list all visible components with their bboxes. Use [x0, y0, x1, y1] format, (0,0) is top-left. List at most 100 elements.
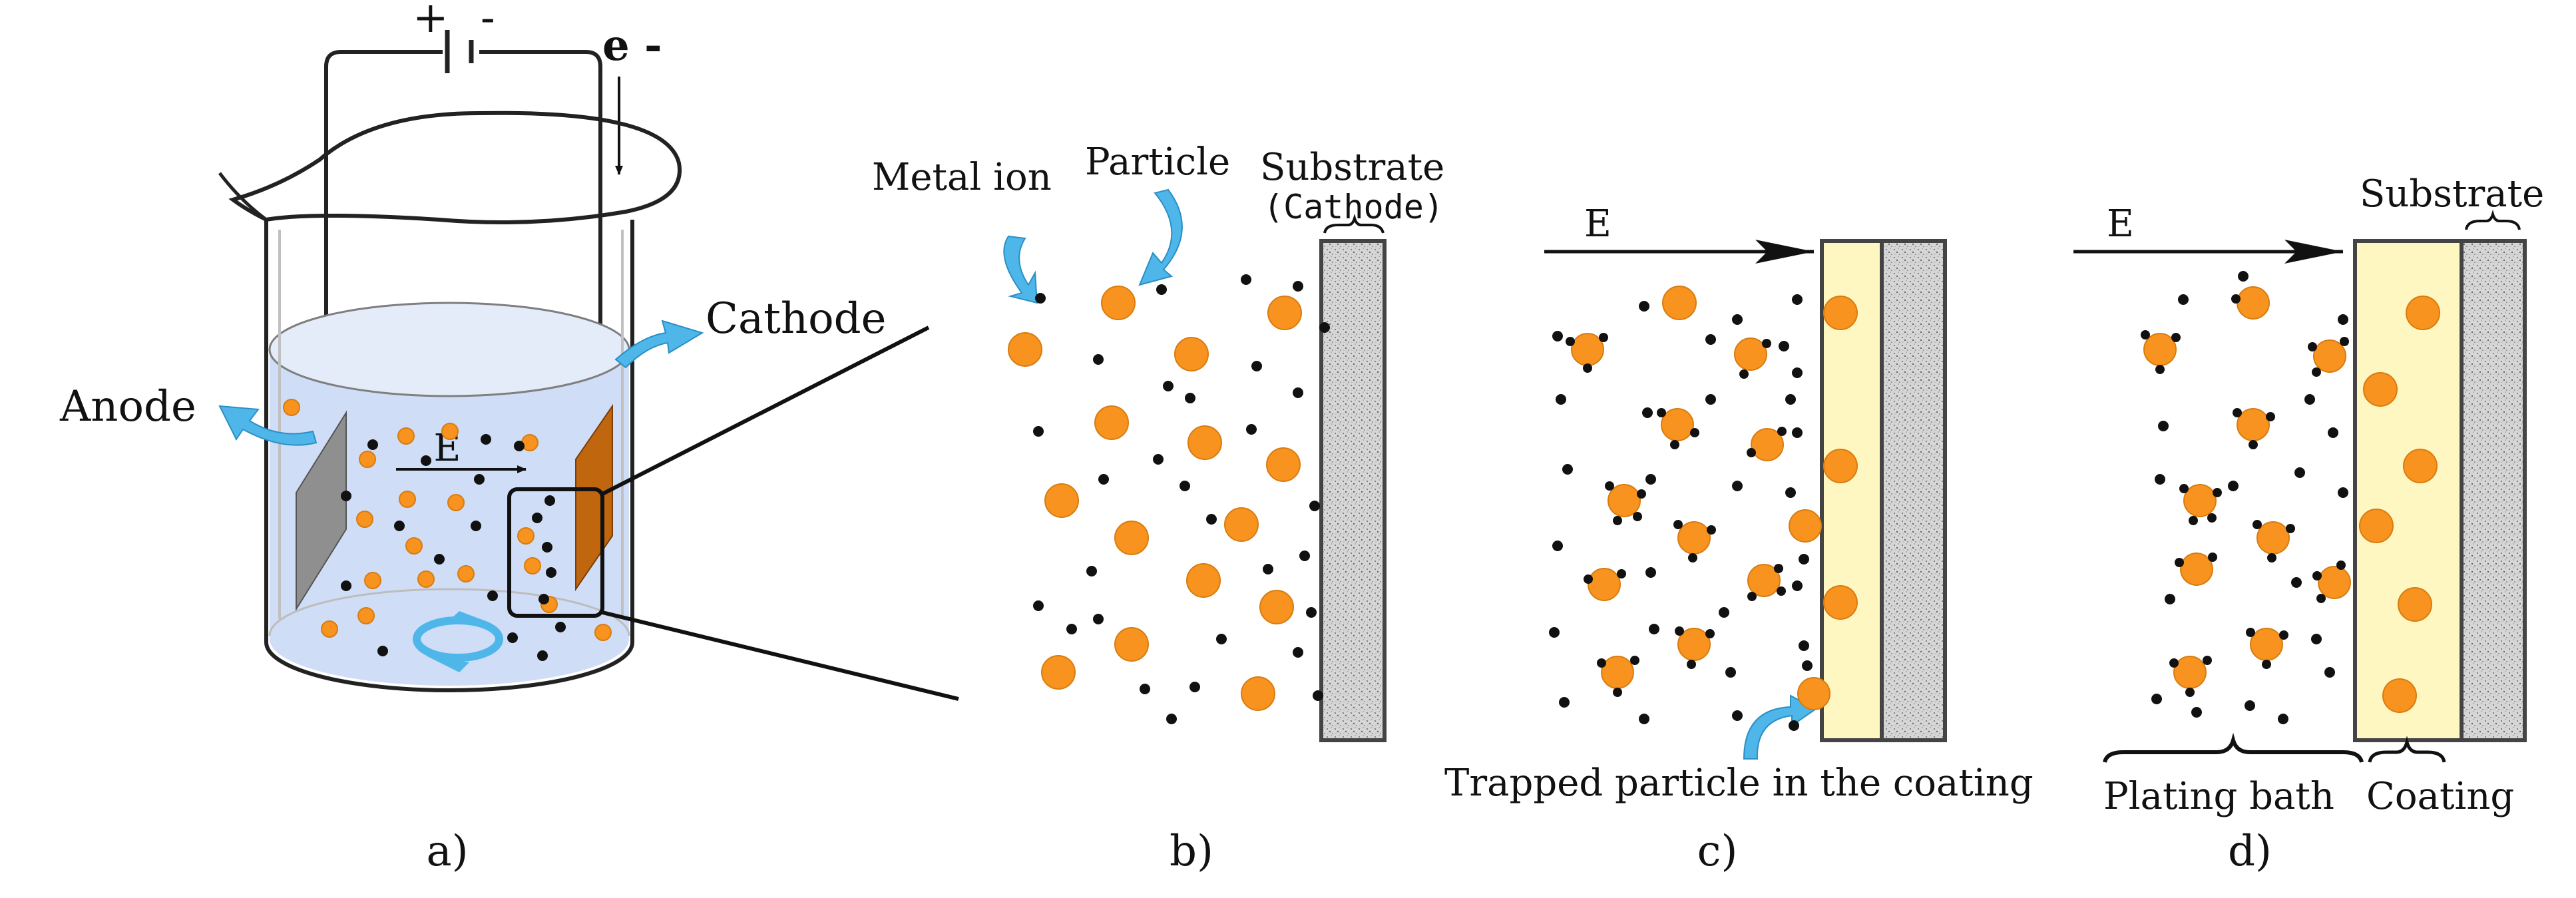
metal-ion: [1246, 424, 1257, 435]
metal-ion: [2151, 694, 2162, 704]
metal-ion: [1163, 381, 1174, 391]
metal-ion: [474, 474, 485, 485]
metal-ion: [1613, 688, 1622, 697]
anode-plate: [296, 410, 347, 612]
metal-ion: [1649, 624, 1659, 634]
metal-ion: [487, 590, 498, 601]
metal-ion: [341, 491, 351, 501]
particle: [417, 570, 435, 588]
particle: [1601, 656, 1634, 689]
trapped-particle-label: Trapped particle in the coating: [1444, 762, 2034, 805]
metal-ion: [1189, 682, 1200, 692]
metal-ion: [1299, 551, 1310, 561]
caption-c: c): [1697, 827, 1738, 876]
metal-ion: [1153, 454, 1164, 465]
metal-ion-pointer-icon: [1003, 235, 1038, 304]
metal-ion: [1732, 314, 1743, 325]
metal-ion: [2279, 630, 2288, 640]
metal-ion: [1747, 448, 1756, 457]
metal-ion: [2245, 700, 2255, 711]
particle: [1044, 483, 1079, 518]
caption-b: b): [1170, 827, 1213, 876]
battery-icon: [445, 30, 474, 73]
particle: [356, 511, 373, 528]
metal-ion: [1789, 720, 1799, 731]
particle: [441, 423, 459, 440]
metal-ion: [2169, 658, 2179, 668]
coating-label: Coating: [2366, 775, 2514, 818]
metal-ion: [471, 521, 481, 531]
particle: [1259, 590, 1294, 624]
panel-c-particles: [1549, 286, 1858, 731]
metal-ion: [1670, 440, 1679, 449]
particle: [2359, 509, 2394, 543]
cathode-pointer-icon: [614, 320, 704, 369]
metal-ion: [341, 580, 351, 591]
metal-ion: [2213, 488, 2222, 497]
particle: [524, 557, 541, 574]
particle: [2363, 372, 2398, 407]
particle: [364, 572, 381, 589]
metal-ion: [1792, 294, 1803, 305]
metal-ion: [2179, 484, 2189, 493]
particle: [1751, 428, 1784, 461]
metal-ion: [1293, 647, 1303, 658]
zoom-line-top: [601, 326, 930, 496]
particle: [1114, 521, 1149, 555]
plating-bath-label: Plating bath: [2103, 775, 2334, 818]
metal-ion: [1566, 337, 1575, 346]
metal-ion: [1562, 464, 1573, 475]
metal-ion: [1293, 281, 1303, 292]
metal-ion: [2203, 656, 2212, 665]
battery-minus-sign: -: [481, 0, 495, 43]
particle: [2183, 484, 2217, 517]
panel-b-particles: [1008, 274, 1330, 724]
metal-ion: [1707, 525, 1716, 535]
electron-label: e -: [602, 21, 662, 71]
metal-ion: [2207, 513, 2217, 523]
metal-ion: [1792, 580, 1803, 591]
particle: [1241, 676, 1275, 711]
metal-ion: [1033, 426, 1044, 437]
metal-ion: [2316, 594, 2326, 603]
metal-ion: [1597, 658, 1606, 668]
curly-brace-coating: [2368, 736, 2446, 763]
metal-ion: [2175, 558, 2184, 567]
metal-ion: [2338, 314, 2348, 325]
particle: [594, 624, 612, 641]
metal-ion: [2178, 294, 2189, 305]
metal-ion: [542, 542, 552, 553]
panel-d: E Substrate Plating bath Coating d): [2073, 172, 2544, 876]
metal-ion: [2262, 660, 2271, 669]
metal-ion: [1777, 586, 1786, 596]
metal-ion: [555, 622, 566, 632]
solution-surface: [268, 302, 630, 397]
metal-ion: [421, 455, 431, 466]
metal-ion: [2312, 367, 2321, 377]
metal-ion: [367, 439, 378, 450]
particle: [1571, 333, 1604, 366]
particle: [1734, 337, 1767, 371]
metal-ion: [2191, 707, 2202, 718]
particle: [2313, 339, 2346, 373]
metal-ion: [1639, 301, 1649, 312]
substrate-b: [1319, 239, 1387, 742]
particle: [521, 434, 538, 451]
particle: [2403, 449, 2438, 483]
curly-brace-plating-bath: [2103, 732, 2364, 763]
particle: [359, 451, 376, 468]
metal-ion: [1792, 367, 1803, 378]
metal-ion: [2155, 474, 2165, 485]
particle: [1588, 568, 1621, 601]
metal-ion: [2311, 634, 2322, 644]
caption-d: d): [2228, 827, 2272, 876]
particle: [1267, 296, 1302, 330]
particle: [1747, 564, 1781, 597]
metal-ion: [1799, 640, 1809, 651]
field-label-c: E: [1584, 202, 1611, 246]
metal-ion: [2171, 333, 2181, 342]
metal-ion: [1035, 293, 1046, 304]
panel-a: + - e - E Anod: [59, 0, 959, 876]
particle: [1823, 449, 1858, 483]
